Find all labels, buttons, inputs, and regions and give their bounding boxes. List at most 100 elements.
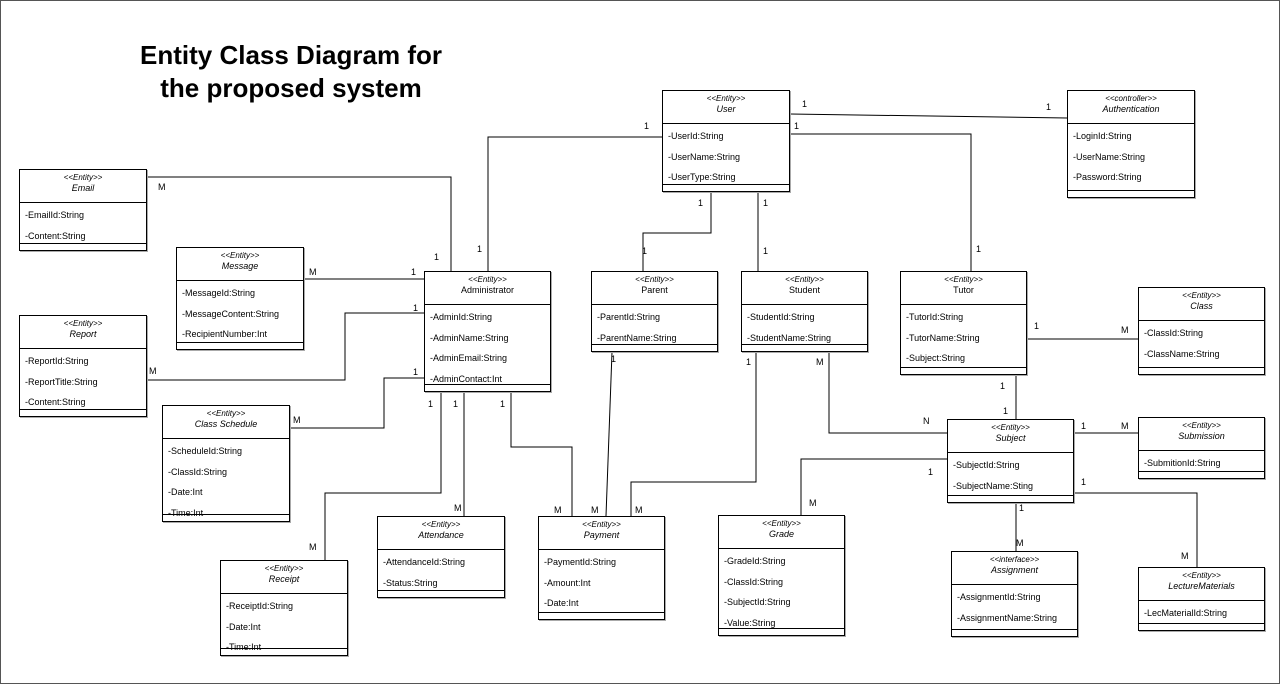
- multiplicity-payment: M: [591, 505, 599, 515]
- attribute: -GradeId:String: [724, 556, 786, 566]
- multiplicity-user: 1: [644, 121, 650, 131]
- multiplicity-user: 1: [763, 198, 769, 208]
- attribute: -Date:Int: [168, 487, 203, 497]
- class-box-email[interactable]: <<Entity>>Email-EmailId:String-Content:S…: [19, 169, 147, 251]
- attribute: -StudentName:String: [747, 332, 832, 343]
- association-receipt-admin: [324, 392, 442, 560]
- multiplicity-user: 1: [794, 121, 800, 131]
- attribute-list: -ReceiptId:String-Date:Int-Time:Int: [221, 594, 347, 658]
- multiplicity-class: M: [1121, 325, 1129, 335]
- multiplicity-submission: M: [1121, 421, 1129, 431]
- stereotype-label: <<Entity>>: [468, 275, 507, 284]
- attribute: -SubmitionId:String: [1144, 458, 1221, 468]
- operations-compartment: [378, 590, 504, 591]
- class-header: <<Entity>>User: [663, 91, 789, 124]
- stereotype-label: <<Entity>>: [421, 520, 461, 529]
- stereotype-label: <<Entity>>: [220, 251, 260, 260]
- stereotype-label: <<Entity>>: [706, 94, 746, 103]
- class-box-student[interactable]: <<Entity>>Student-StudentId:String-Stude…: [741, 271, 868, 352]
- attribute: -Subject:String: [906, 353, 966, 363]
- class-box-lecture[interactable]: <<Entity>>LectureMaterials-LecMaterialId…: [1138, 567, 1265, 631]
- multiplicity-schedule: M: [293, 415, 301, 425]
- attribute: -Amount:Int: [544, 577, 591, 588]
- class-box-subject[interactable]: <<Entity>>Subject-SubjectId:String-Subje…: [947, 419, 1074, 503]
- multiplicity-student: 1: [746, 357, 752, 367]
- stereotype-label: <<Entity>>: [1182, 571, 1221, 580]
- association-student-subject: [828, 352, 947, 434]
- class-box-payment[interactable]: <<Entity>>Payment -PaymentId:String -Amoun…: [538, 516, 665, 620]
- class-box-attendance[interactable]: <<Entity>>Attendance-AttendanceId:String…: [377, 516, 505, 598]
- operations-compartment: [901, 367, 1026, 368]
- attribute: -Date:Int: [226, 621, 261, 632]
- class-header: <<Entity>>Student: [742, 272, 867, 305]
- attribute-list: -SubjectId:String-SubjectName:Sting: [948, 453, 1073, 496]
- attribute: -AssignmentName:String: [957, 612, 1058, 623]
- attribute: -UserType:String: [668, 172, 736, 182]
- stereotype-label: <<Entity>>: [582, 520, 621, 529]
- class-header: <<Entity>>Submission: [1139, 418, 1264, 451]
- class-header: <<Entity>>Administrator: [425, 272, 550, 305]
- class-header: <<controller>>Authentication: [1068, 91, 1194, 124]
- class-header: <<Entity>>Class Schedule: [163, 406, 289, 439]
- multiplicity-admin: 1: [428, 399, 434, 409]
- attribute: -ReportId:String: [25, 356, 89, 366]
- class-box-class[interactable]: <<Entity>>Class-ClassId:String-ClassName…: [1138, 287, 1265, 375]
- operations-compartment: [1139, 623, 1264, 624]
- multiplicity-subject: N: [923, 416, 930, 426]
- multiplicity-tutor: 1: [976, 244, 982, 254]
- attribute-list: -AssignmentId:String-AssignmentName:Stri…: [952, 585, 1077, 628]
- class-name: Payment: [583, 530, 620, 540]
- class-box-schedule[interactable]: <<Entity>>Class Schedule-ScheduleId:Stri…: [162, 405, 290, 522]
- attribute: -PaymentId:String: [544, 557, 617, 567]
- attribute-list: -ClassId:String-ClassName:String: [1139, 321, 1264, 364]
- stereotype-label: <<interface>>: [989, 555, 1040, 564]
- multiplicity-grade: M: [809, 498, 817, 508]
- class-name: Attendance: [418, 530, 464, 540]
- multiplicity-message: M: [309, 267, 317, 277]
- attribute-list: -ReportId:String-ReportTitle:String-Cont…: [20, 349, 146, 413]
- multiplicity-tutor: 1: [1034, 321, 1040, 331]
- multiplicity-tutor: 1: [1000, 381, 1006, 391]
- class-box-message[interactable]: <<Entity>>Message-MessageId:String-Messa…: [176, 247, 304, 350]
- multiplicity-assignment: M: [1016, 538, 1024, 548]
- multiplicity-subject: 1: [1081, 477, 1087, 487]
- attribute-list: -LoginId:String-UserName:String-Password…: [1068, 124, 1194, 188]
- attribute-list: -EmailId:String -Content:String: [20, 203, 146, 246]
- multiplicity-subject: 1: [1003, 406, 1009, 416]
- attribute-list: -StudentId:String-StudentName:String: [742, 305, 867, 348]
- class-box-tutor[interactable]: <<Entity>>Tutor-TutorId:String-TutorName…: [900, 271, 1027, 375]
- stereotype-label: <<Entity>>: [785, 275, 824, 284]
- class-name: Subject: [995, 433, 1026, 443]
- attribute: -Content:String: [25, 230, 86, 241]
- class-box-user[interactable]: <<Entity>>User-UserId:String-UserName:St…: [662, 90, 790, 192]
- attribute: -EmailId:String: [25, 210, 85, 220]
- operations-compartment: [663, 184, 789, 185]
- class-box-grade[interactable]: <<Entity>>Grade-GradeId:String-ClassId:S…: [718, 515, 845, 636]
- class-name: Grade: [768, 529, 794, 539]
- class-box-admin[interactable]: <<Entity>>Administrator-AdminId:String-A…: [424, 271, 551, 392]
- class-header: <<Entity>>Report: [20, 316, 146, 349]
- multiplicity-parent: 1: [611, 354, 617, 364]
- attribute: -Content:String: [25, 397, 86, 407]
- attribute: -AdminId:String: [430, 312, 493, 322]
- class-box-report[interactable]: <<Entity>>Report-ReportId:String-ReportT…: [19, 315, 147, 417]
- attribute-list: -ScheduleId:String-ClassId:String-Date:I…: [163, 439, 289, 523]
- multiplicity-parent: 1: [642, 246, 648, 256]
- association-subject-lecture: [1074, 492, 1198, 567]
- class-name: Tutor: [953, 285, 974, 295]
- class-box-auth[interactable]: <<controller>>Authentication-LoginId:Str…: [1067, 90, 1195, 198]
- class-box-parent[interactable]: <<Entity>>Parent-ParentId:String-ParentN…: [591, 271, 718, 352]
- attribute: -Date:Int: [544, 598, 579, 608]
- class-name: Message: [221, 261, 259, 271]
- class-box-receipt[interactable]: <<Entity>>Receipt-ReceiptId:String-Date:…: [220, 560, 348, 656]
- class-name: Email: [71, 183, 95, 193]
- operations-compartment: [20, 243, 146, 244]
- multiplicity-admin: 1: [434, 252, 440, 262]
- class-box-submission[interactable]: <<Entity>>Submission -SubmitionId:String: [1138, 417, 1265, 479]
- multiplicity-subject: 1: [1081, 421, 1087, 431]
- class-box-assignment[interactable]: <<interface>>Assignment-AssignmentId:Str…: [951, 551, 1078, 637]
- attribute-list: -LecMaterialId:String: [1139, 601, 1264, 624]
- class-name: Report: [69, 329, 97, 339]
- class-header: <<Entity>>Attendance: [378, 517, 504, 550]
- multiplicity-payment: M: [554, 505, 562, 515]
